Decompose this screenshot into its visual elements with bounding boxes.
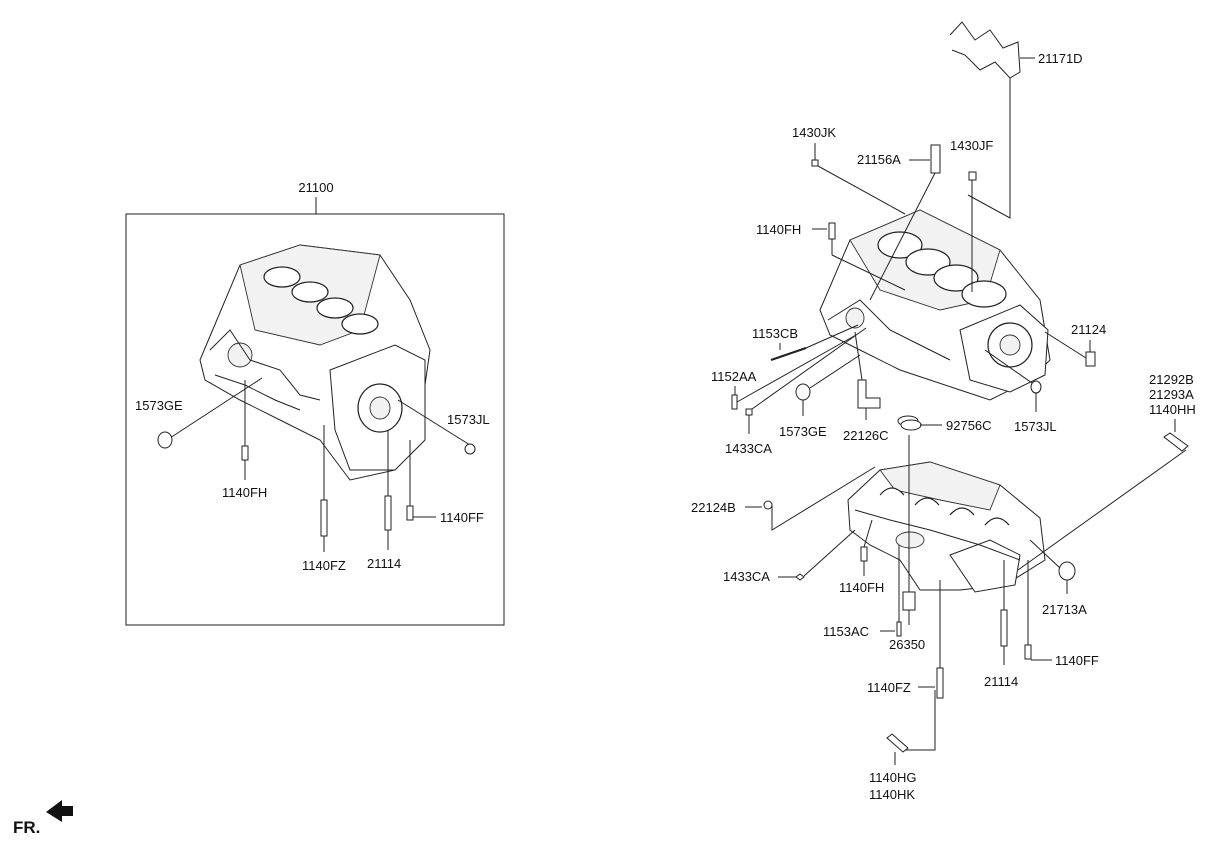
lower-block-drawing (847, 461, 1046, 593)
seal-right-block-icon (1030, 380, 1042, 394)
sensor-label[interactable]: 26350 (889, 637, 925, 652)
leader-lower-seal (1029, 539, 1061, 569)
leader-lower-plug-low (803, 529, 856, 577)
assembly-frame (125, 213, 505, 626)
dowel-top-label[interactable]: 21156A (857, 152, 901, 167)
assembly-bolt-long-label[interactable]: 1140FZ (302, 558, 346, 573)
sensor-icon (902, 591, 916, 611)
lower-bolt-long-icon (936, 667, 944, 699)
leader-baffle (967, 78, 1011, 219)
bolt-top-label[interactable]: 1140FH (756, 222, 801, 237)
plug-top-left-label[interactable]: 1430JK (792, 125, 836, 140)
assembly-number-label[interactable]: 21100 (298, 180, 333, 195)
seal-left-block-label[interactable]: 1573GE (779, 424, 827, 439)
front-direction-marker: FR. (13, 800, 73, 837)
assembly-bolt-short-label[interactable]: 1140FF (440, 510, 484, 525)
lower-bolt-long-label[interactable]: 1140FZ (867, 680, 911, 695)
lower-pin-icon (896, 621, 902, 637)
assembly-cylinder-block (199, 244, 431, 481)
seal-right-block-label[interactable]: 1573JL (1014, 419, 1057, 434)
leader-seal-right-block (984, 349, 1033, 384)
lower-seal-icon (1058, 561, 1076, 581)
lower-plug-label[interactable]: 22124B (691, 500, 736, 515)
lower-bolt-short-label[interactable]: 1140FF (1055, 653, 1099, 668)
leader-plug-top-left (817, 165, 906, 215)
pin-b-label[interactable]: 1152AA (711, 369, 757, 384)
nozzle-label[interactable]: 22126C (843, 428, 889, 443)
leader-1573ge-left (169, 377, 263, 439)
front-marker-label: FR. (13, 818, 40, 837)
lower-bolt-stud-label[interactable]: 21114 (984, 674, 1018, 689)
lower-plug-low-icon (795, 573, 805, 581)
plug-low-label[interactable]: 1433CA (725, 441, 772, 456)
plug-low-icon (745, 408, 753, 416)
bolt-short-icon (406, 505, 414, 521)
leader-bolt-group (1017, 449, 1187, 571)
leader-lower-plug (771, 466, 876, 531)
bolt-top-icon (828, 222, 836, 240)
lower-bolt-short-icon (1024, 644, 1032, 660)
leader-dowel-right (1044, 331, 1087, 359)
oring-label[interactable]: 92756C (946, 418, 992, 433)
assembly-seal-left-label[interactable]: 1573GE (135, 398, 183, 413)
leader-bolt-top (831, 254, 906, 291)
lower-plug-icon (763, 500, 773, 510)
lower-pin-label[interactable]: 1153AC (823, 624, 869, 639)
baffle-icon (949, 21, 1021, 79)
plug-top-right-icon (968, 171, 977, 181)
assembly-bolt-main-label[interactable]: 1140FH (222, 485, 267, 500)
front-arrow-icon (46, 800, 73, 822)
bolt-stud-icon (384, 495, 392, 531)
pin-a-label[interactable]: 1153CB (752, 326, 798, 341)
seal-right-icon (464, 443, 476, 455)
plug-top-right-label[interactable]: 1430JF (950, 138, 993, 153)
baffle-label[interactable]: 21171D (1038, 51, 1083, 66)
leader-lower-bolt-bottom (905, 690, 936, 751)
lower-bolt-stud-icon (1000, 609, 1008, 647)
leader-seal-left-block (809, 354, 861, 389)
dowel-top-icon (930, 144, 941, 174)
lower-bolt-main-icon (860, 546, 868, 562)
pin-b-icon (731, 394, 738, 410)
leader-1573jl-left (397, 399, 471, 446)
leader-pin-b (736, 334, 857, 403)
bolt-group-label-2[interactable]: 21293A (1149, 387, 1194, 402)
seal-left-block-icon (795, 383, 811, 401)
leader-pin-a (805, 324, 859, 349)
bolt-group-label-1[interactable]: 21292B (1149, 372, 1194, 387)
dowel-right-icon (1085, 351, 1096, 367)
lower-bolt-bottom-label-2[interactable]: 1140HK (869, 787, 915, 802)
bolt-group-icon (1163, 432, 1189, 452)
bolt-main-icon (241, 445, 249, 461)
cylinder-block-drawing (819, 209, 1051, 401)
lower-bolt-bottom-label-1[interactable]: 1140HG (869, 770, 916, 785)
pin-a-icon (770, 346, 807, 362)
nozzle-icon (857, 379, 881, 409)
assembly-seal-right-label[interactable]: 1573JL (447, 412, 490, 427)
seal-left-icon (157, 431, 173, 449)
lower-plug-low-label[interactable]: 1433CA (723, 569, 770, 584)
bolt-long-icon (320, 499, 328, 537)
bolt-group-label-3[interactable]: 1140HH (1149, 402, 1196, 417)
leader-nozzle (854, 331, 863, 381)
dowel-right-label[interactable]: 21124 (1071, 322, 1106, 337)
lower-bolt-bottom-icon (886, 733, 909, 753)
lower-bolt-main-label[interactable]: 1140FH (839, 580, 884, 595)
plug-top-left-icon (811, 159, 819, 167)
assembly-bolt-stud-label[interactable]: 21114 (367, 556, 401, 571)
leader-plug-low (751, 327, 867, 410)
lower-seal-label[interactable]: 21713A (1042, 602, 1087, 617)
